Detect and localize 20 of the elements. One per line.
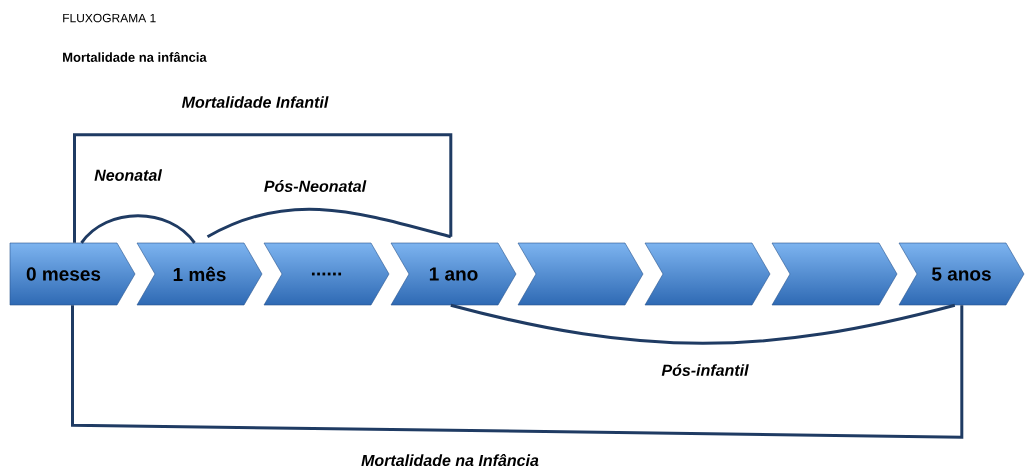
edge-label: Mortalidade Infantil <box>181 96 329 108</box>
title: Mortalidade na infância <box>63 52 207 62</box>
timeline-segment: 1 mês <box>136 242 263 306</box>
edge-label: Mortalidade na Infância <box>361 453 539 467</box>
timeline-segment <box>771 242 898 306</box>
connector-line <box>206 207 452 239</box>
timeline-segment <box>517 242 644 306</box>
timeline-segment: 1 ano <box>390 242 517 306</box>
edge-label: Neonatal <box>94 169 163 181</box>
connector-line <box>73 133 453 243</box>
connector-line <box>450 303 956 345</box>
connector-line <box>71 305 964 439</box>
edge-label: Pós-Neonatal <box>264 180 367 192</box>
timeline-segment <box>644 242 771 306</box>
timeline-segment: 5 anos <box>898 242 1025 306</box>
edge-label: Pós-infantil <box>661 364 749 376</box>
header-text: FLUXOGRAMA 1 <box>63 13 156 23</box>
timeline-segment: 0 meses <box>9 242 136 306</box>
connector-line <box>80 214 196 244</box>
timeline-segment: ...... <box>263 242 390 306</box>
